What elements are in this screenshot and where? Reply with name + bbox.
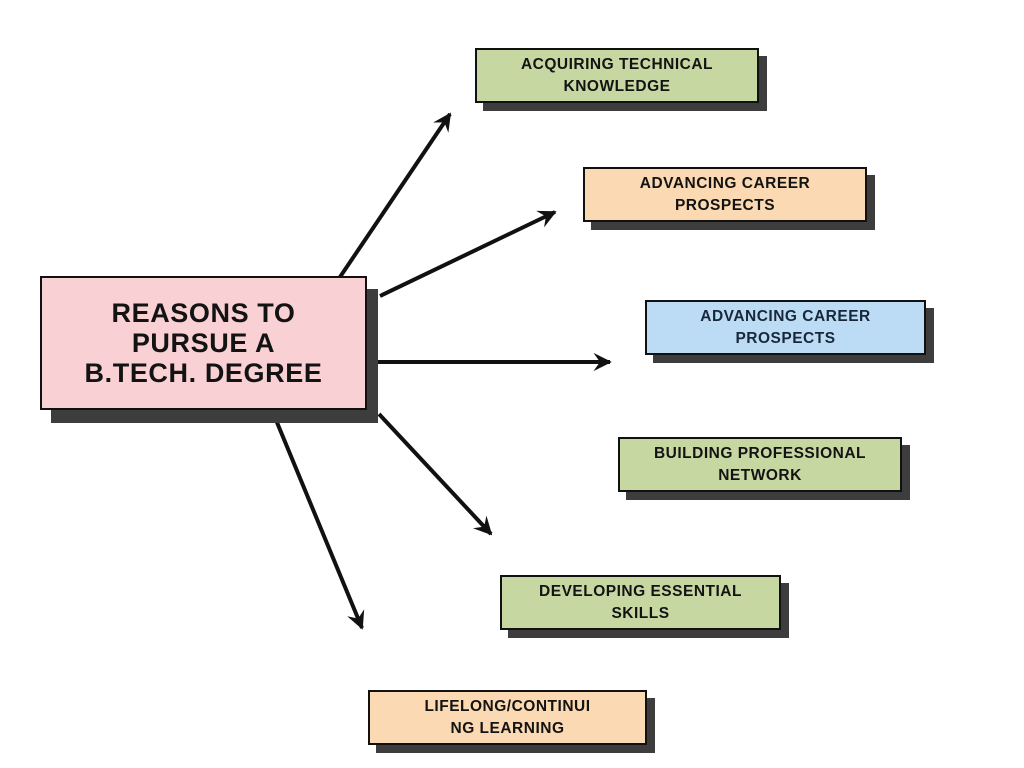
topic-node-label-line-2: KNOWLEDGE — [563, 77, 671, 95]
central-node-reasons-to-pursue-btech-degree[interactable]: REASONS TO PURSUE A B.TECH. DEGREE — [40, 276, 367, 410]
topic-node-lifelong-continuing-learning[interactable]: LIFELONG/CONTINUI NG LEARNING — [368, 690, 647, 745]
central-node-line-1: REASONS TO — [111, 298, 296, 328]
topic-node-label-line-1: BUILDING PROFESSIONAL — [653, 444, 866, 462]
topic-node-label-line-1: ACQUIRING TECHNICAL — [520, 55, 714, 73]
arrow-to-lifelong-continuing-learning — [274, 419, 365, 630]
topic-node-label-line-1: DEVELOPING ESSENTIAL — [539, 582, 742, 600]
topic-node-acquiring-technical-knowledge[interactable]: ACQUIRING TECHNICAL KNOWLEDGE — [475, 48, 759, 103]
arrow-to-advancing-career-prospects-orange — [379, 210, 557, 298]
topic-node-label-line-2: NG LEARNING — [450, 719, 565, 737]
topic-node-label-line-1: LIFELONG/CONTINUI — [424, 697, 591, 715]
topic-node-label-line-2: PROSPECTS — [735, 329, 836, 347]
topic-node-label-line-2: PROSPECTS — [674, 196, 776, 214]
arrow-to-developing-essential-skills — [377, 412, 493, 536]
topic-node-label-line-1: ADVANCING CAREER — [639, 174, 811, 192]
topic-node-label-line-2: SKILLS — [611, 604, 670, 622]
central-node-line-3: B.TECH. DEGREE — [84, 358, 323, 388]
central-node-line-2: PURSUE A — [131, 328, 276, 358]
topic-node-label-line-2: NETWORK — [718, 466, 802, 484]
topic-node-advancing-career-prospects-orange[interactable]: ADVANCING CAREER PROSPECTS — [583, 167, 867, 222]
topic-node-building-professional-network[interactable]: BUILDING PROFESSIONAL NETWORK — [618, 437, 902, 492]
topic-node-label-line-1: ADVANCING CAREER — [700, 307, 871, 325]
arrow-to-acquiring-technical-knowledge — [338, 112, 452, 279]
topic-node-advancing-career-prospects-blue[interactable]: ADVANCING CAREER PROSPECTS — [645, 300, 926, 355]
topic-node-developing-essential-skills[interactable]: DEVELOPING ESSENTIAL SKILLS — [500, 575, 781, 630]
